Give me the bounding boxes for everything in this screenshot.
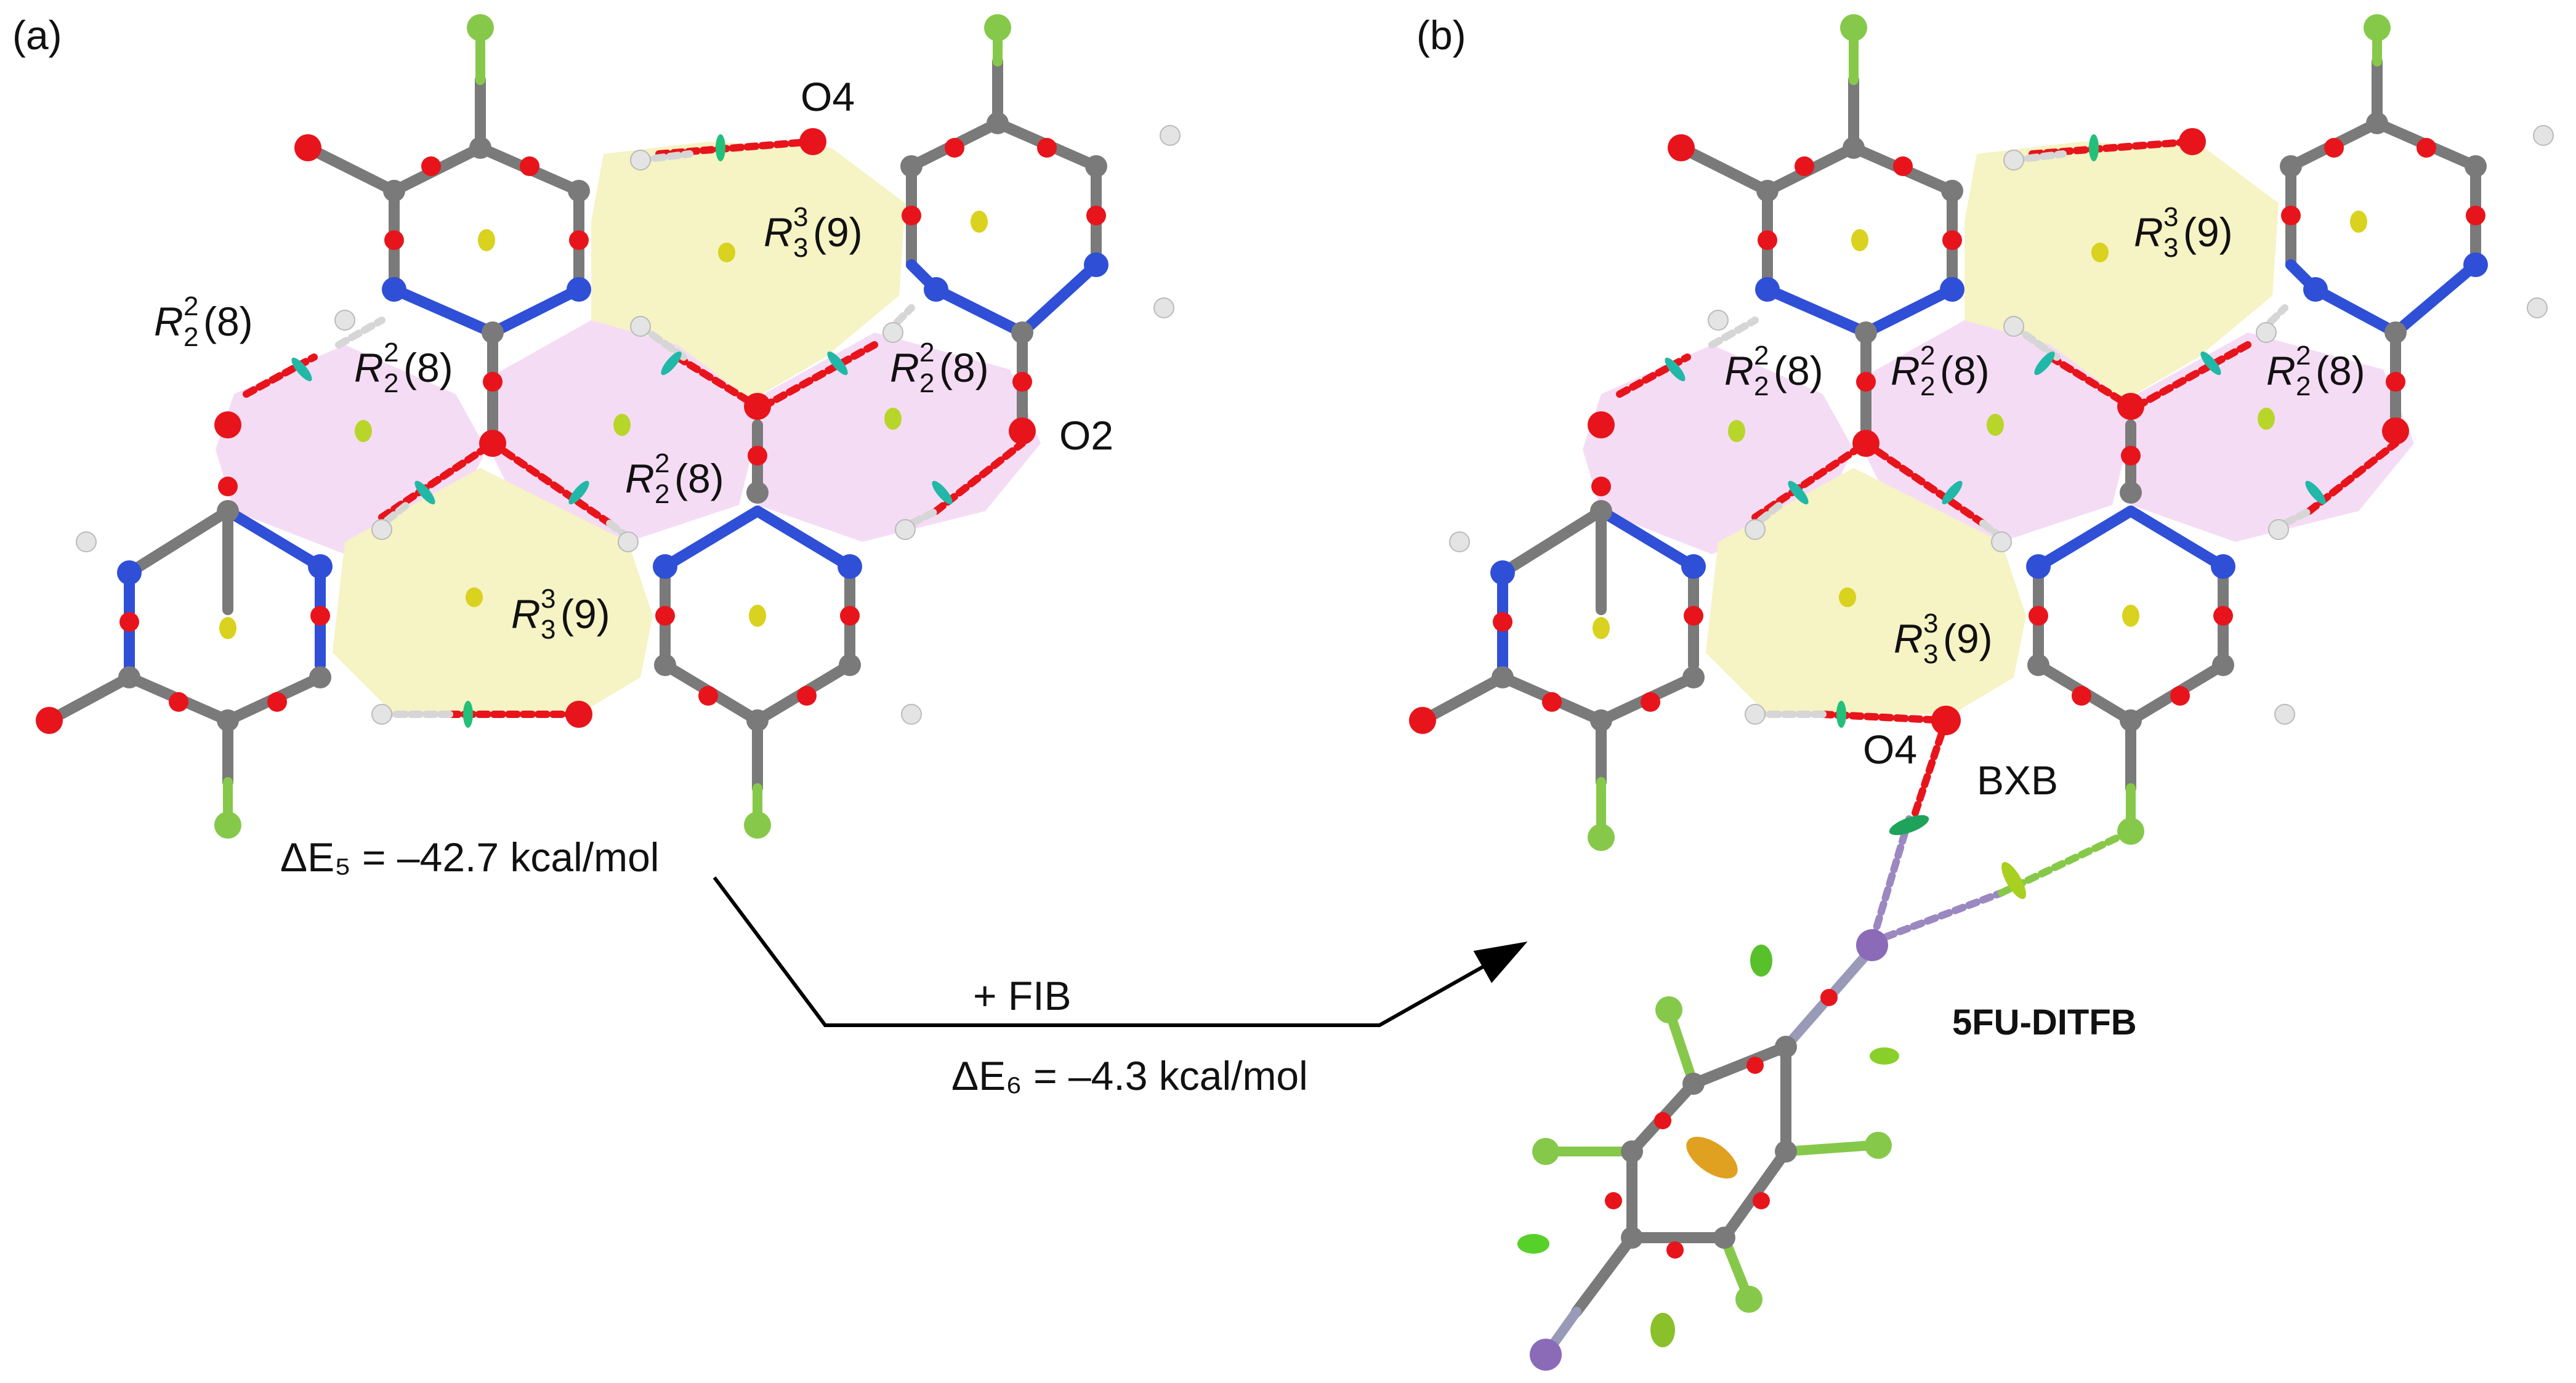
energy-label-a: ΔE₅ = –42.7 kcal/mol xyxy=(280,834,659,880)
svg-text:3: 3 xyxy=(2163,202,2178,232)
svg-text:2: 2 xyxy=(184,322,198,352)
svg-text:3: 3 xyxy=(541,615,555,645)
motif-label-r2-b3: R 2 2 (8) xyxy=(2266,341,2365,401)
svg-text:2: 2 xyxy=(184,291,198,321)
svg-text:R: R xyxy=(2266,348,2296,393)
atoms-panel-b xyxy=(1409,14,2554,1371)
svg-text:R: R xyxy=(1894,616,1923,661)
svg-text:(8): (8) xyxy=(1940,348,1990,393)
panel-a: (a) O4 O2 R 2 2 (8) R 2 2 (8) R 2 2 (8) … xyxy=(12,12,1181,880)
atom-label-o4-b: O4 xyxy=(1863,727,1917,772)
ring-region-r3-b-bottom xyxy=(1706,468,2026,714)
svg-text:2: 2 xyxy=(919,337,934,368)
panel-b: (b) R 2 2 (8) R 2 2 (8) R 2 2 (8) R 3 3 … xyxy=(1409,12,2554,1371)
motif-label-r3-b-bottom: R 3 3 (9) xyxy=(1894,608,1993,669)
motif-label-r3-b-top: R 3 3 (9) xyxy=(2134,202,2233,263)
motif-label-r2-b2: R 2 2 (8) xyxy=(1891,341,1990,401)
svg-text:2: 2 xyxy=(1754,341,1769,371)
atom-label-o4-a: O4 xyxy=(801,74,855,119)
svg-text:(9): (9) xyxy=(1943,616,1993,661)
svg-text:R: R xyxy=(764,209,793,255)
svg-text:R: R xyxy=(625,456,655,501)
svg-text:R: R xyxy=(511,591,541,637)
svg-text:3: 3 xyxy=(1923,639,1938,669)
svg-text:2: 2 xyxy=(1920,371,1935,401)
svg-text:2: 2 xyxy=(2296,371,2311,401)
motif-label-r3-top: R 3 3 (9) xyxy=(764,202,863,263)
ring-region-r3-b-top xyxy=(1964,142,2279,400)
svg-text:3: 3 xyxy=(2163,233,2178,263)
reagent-label: + FIB xyxy=(973,973,1072,1018)
motif-label-r2-right: R 2 2 (8) xyxy=(890,337,989,398)
atoms-panel-a xyxy=(36,14,1181,839)
svg-text:(8): (8) xyxy=(939,345,989,390)
svg-text:2: 2 xyxy=(1754,371,1769,401)
energy-label-reaction: ΔE₆ = –4.3 kcal/mol xyxy=(951,1053,1308,1099)
svg-text:3: 3 xyxy=(541,584,555,614)
reaction-arrow: + FIB ΔE₆ = –4.3 kcal/mol xyxy=(713,876,1528,1099)
ring-region-r3-top xyxy=(591,142,905,400)
motif-label-r3-bottom: R 3 3 (9) xyxy=(511,584,610,645)
svg-text:2: 2 xyxy=(919,368,934,398)
svg-text:(9): (9) xyxy=(813,209,863,255)
ring-region-r2-b1 xyxy=(1583,345,1854,554)
svg-text:(9): (9) xyxy=(560,591,610,637)
svg-text:3: 3 xyxy=(1923,608,1938,639)
svg-text:R: R xyxy=(2134,209,2163,255)
atom-label-o2-a: O2 xyxy=(1059,413,1113,458)
svg-text:2: 2 xyxy=(655,479,669,509)
cocrystal-label: 5FU-DITFB xyxy=(1952,1002,2137,1042)
ring-region-r2-b3 xyxy=(2131,333,2414,542)
svg-text:R: R xyxy=(890,345,919,390)
svg-text:2: 2 xyxy=(1920,341,1935,371)
svg-text:R: R xyxy=(354,345,384,390)
ring-region-r3-bottom xyxy=(333,468,653,714)
svg-text:R: R xyxy=(1724,348,1754,393)
svg-text:2: 2 xyxy=(384,368,398,398)
motif-label-r2-center: R 2 2 (8) xyxy=(625,448,724,509)
svg-text:2: 2 xyxy=(2296,341,2311,371)
motif-label-r2-b1: R 2 2 (8) xyxy=(1724,341,1823,401)
svg-text:(8): (8) xyxy=(674,456,724,501)
svg-text:2: 2 xyxy=(655,448,669,478)
svg-text:3: 3 xyxy=(793,233,808,263)
motif-label-r2-outer: R 2 2 (8) xyxy=(154,291,253,352)
panel-b-label: (b) xyxy=(1416,12,1466,58)
atom-label-bxb: BXB xyxy=(1977,757,2058,803)
ring-region-r2-right xyxy=(757,333,1041,542)
panel-a-label: (a) xyxy=(12,12,62,58)
svg-text:(8): (8) xyxy=(403,345,453,390)
svg-text:2: 2 xyxy=(384,337,398,368)
svg-text:R: R xyxy=(1891,348,1920,393)
svg-text:3: 3 xyxy=(793,202,808,232)
svg-text:(8): (8) xyxy=(203,299,253,344)
motif-label-r2-left: R 2 2 (8) xyxy=(354,337,453,398)
svg-text:(9): (9) xyxy=(2183,209,2233,255)
svg-text:R: R xyxy=(154,299,184,344)
svg-text:(8): (8) xyxy=(2316,348,2365,393)
svg-text:(8): (8) xyxy=(1774,348,1823,393)
